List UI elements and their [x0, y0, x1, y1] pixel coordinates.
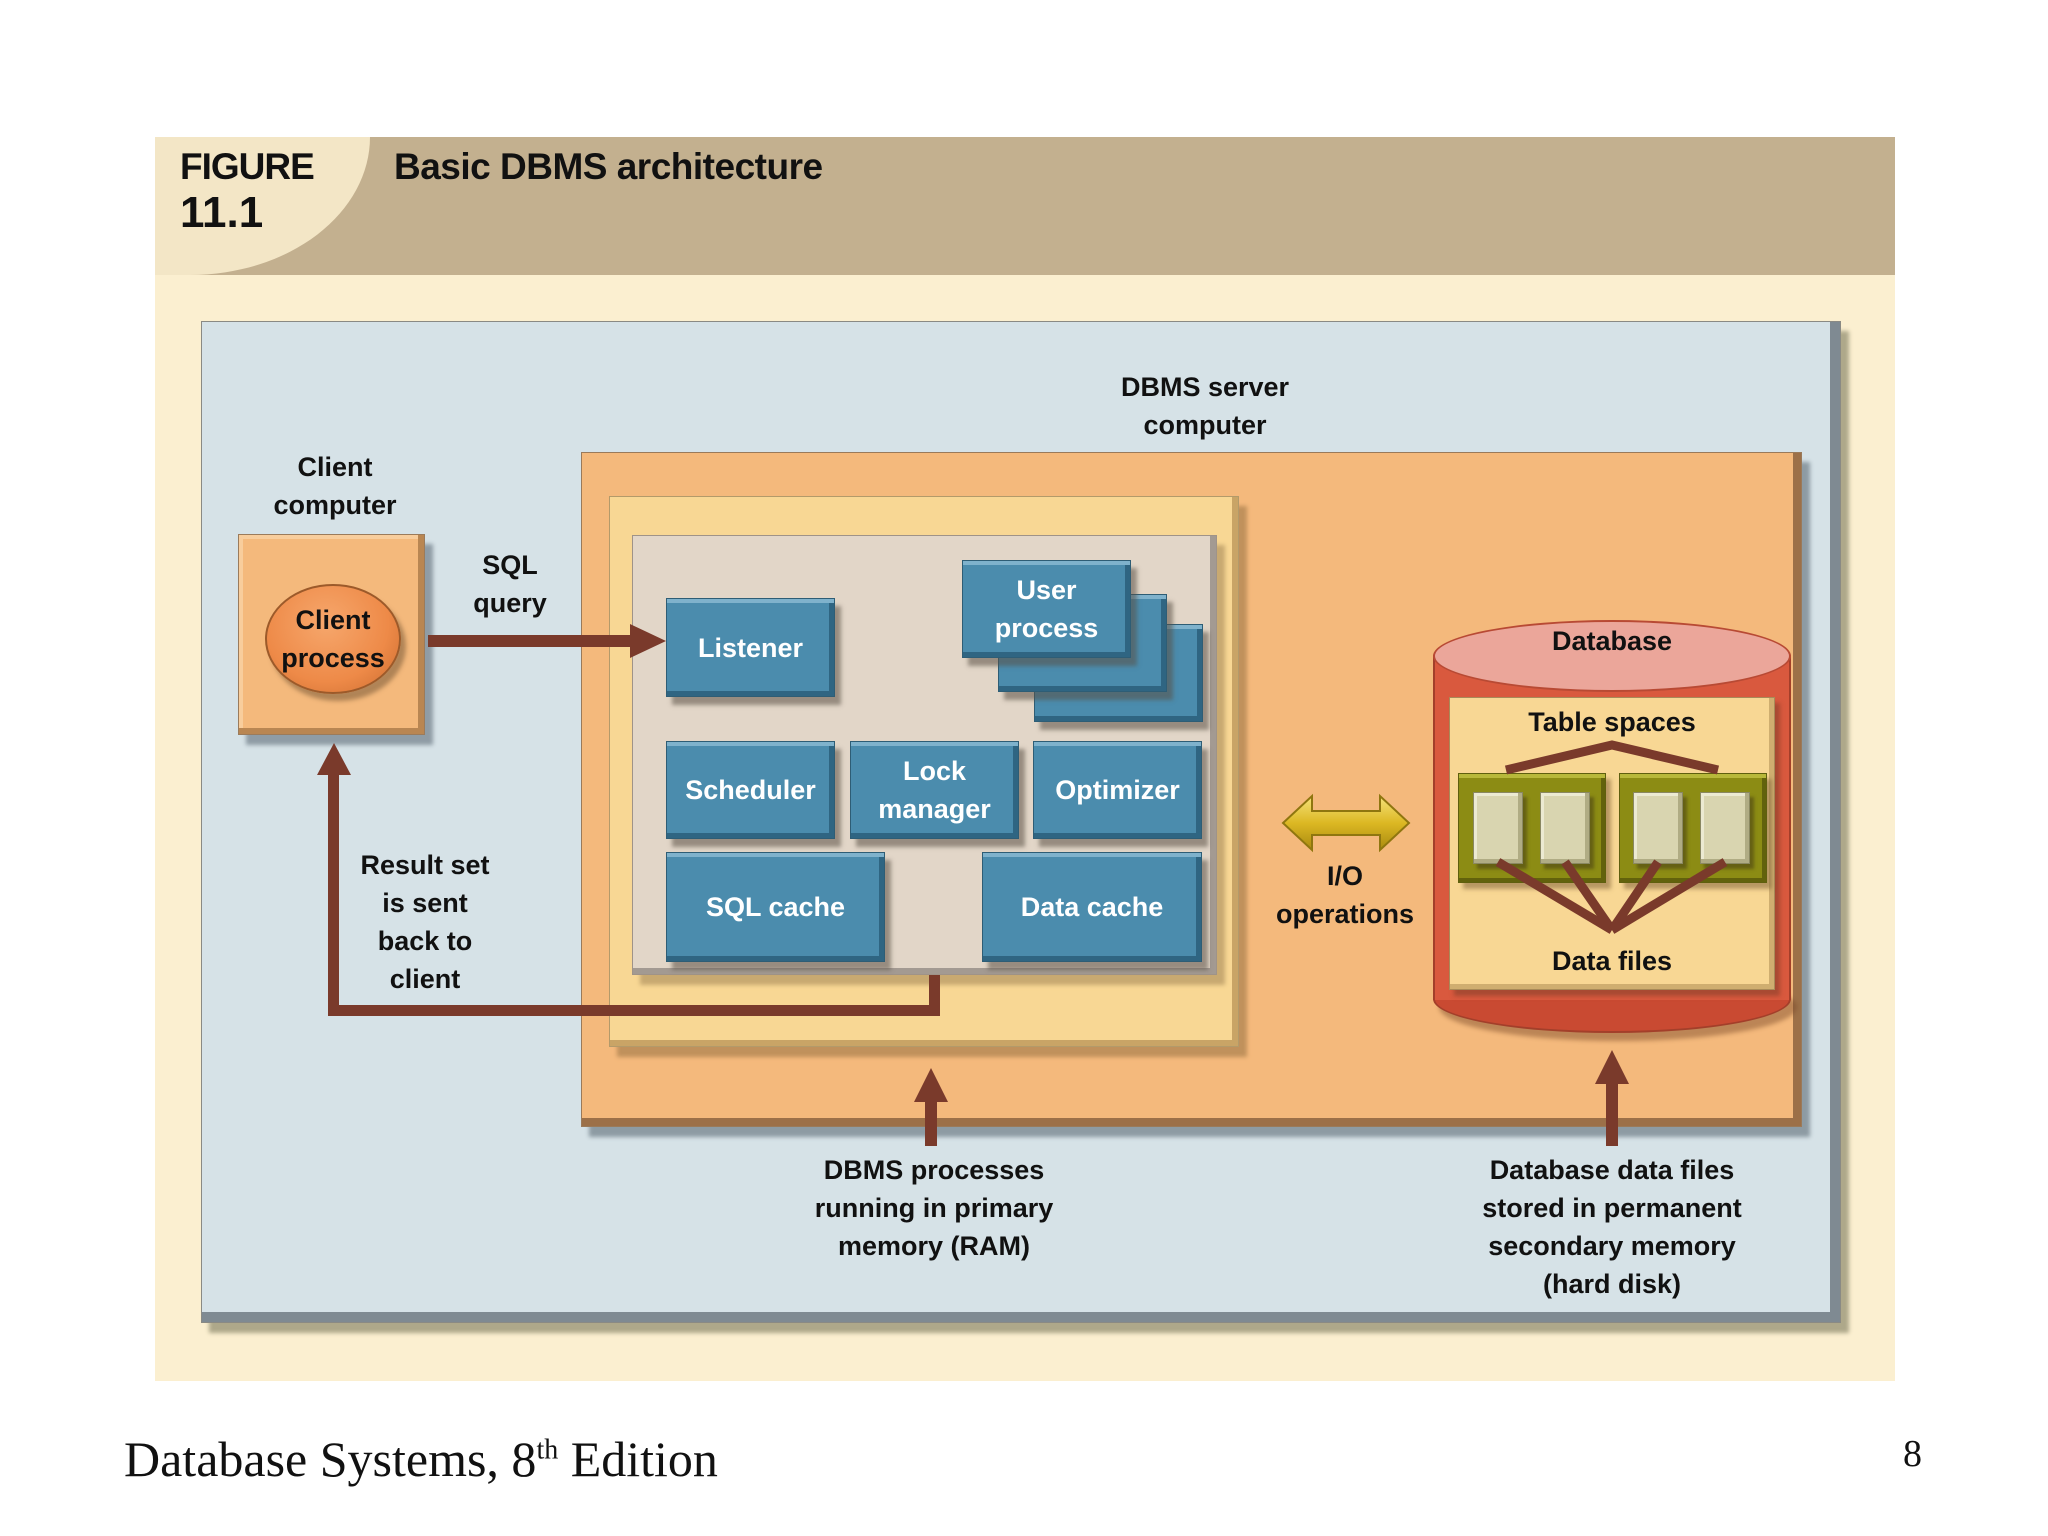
data-files-connector	[1495, 858, 1728, 934]
ram-caption: DBMS processes running in primary memory…	[814, 1155, 1054, 1261]
disk-pointer-arrow	[1595, 1050, 1629, 1146]
sql-query-label: SQL query	[473, 550, 547, 618]
result-set-label: Result set is sent back to client	[360, 850, 490, 994]
figure-label: FIGURE	[180, 146, 315, 187]
table-spaces-connector	[1504, 740, 1720, 775]
data-file-3	[1633, 792, 1683, 864]
data-files-label: Data files	[1551, 946, 1673, 976]
figure-number: 11.1	[180, 188, 264, 237]
book-title-footer: Database Systems, 8th Edition	[124, 1430, 718, 1488]
lock-manager-block: Lock manager	[850, 741, 1019, 839]
io-double-arrow-icon	[1281, 793, 1411, 853]
disk-caption: Database data files stored in permanent …	[1482, 1155, 1742, 1299]
client-computer-label: Client computer	[273, 452, 397, 520]
book-title-text: Database Systems, 8	[124, 1431, 537, 1487]
user-process-block: User process	[962, 560, 1131, 658]
dbms-server-label: DBMS server computer	[1120, 372, 1290, 440]
figure-header-band	[155, 137, 1895, 275]
scheduler-block: Scheduler	[666, 741, 835, 839]
listener-block: Listener	[666, 598, 835, 697]
edition-superscript: th	[536, 1434, 559, 1466]
data-file-4	[1700, 792, 1750, 864]
sql-query-arrow	[428, 624, 666, 658]
io-operations-label: I/O operations	[1275, 861, 1415, 929]
figure-title: Basic DBMS architecture	[394, 146, 823, 187]
database-cylinder-top	[1433, 620, 1791, 692]
data-file-1	[1473, 792, 1523, 864]
database-label: Database	[1551, 626, 1673, 656]
edition-text: Edition	[558, 1431, 718, 1487]
data-cache-block: Data cache	[982, 852, 1202, 962]
table-spaces-label: Table spaces	[1528, 707, 1696, 737]
client-process-node: Client process	[265, 584, 401, 694]
ram-pointer-arrow	[914, 1068, 948, 1146]
page-number: 8	[1903, 1433, 1922, 1475]
data-file-2	[1540, 792, 1590, 864]
result-set-arrow	[317, 743, 940, 1016]
sql-cache-block: SQL cache	[666, 852, 885, 962]
optimizer-block: Optimizer	[1033, 741, 1202, 839]
